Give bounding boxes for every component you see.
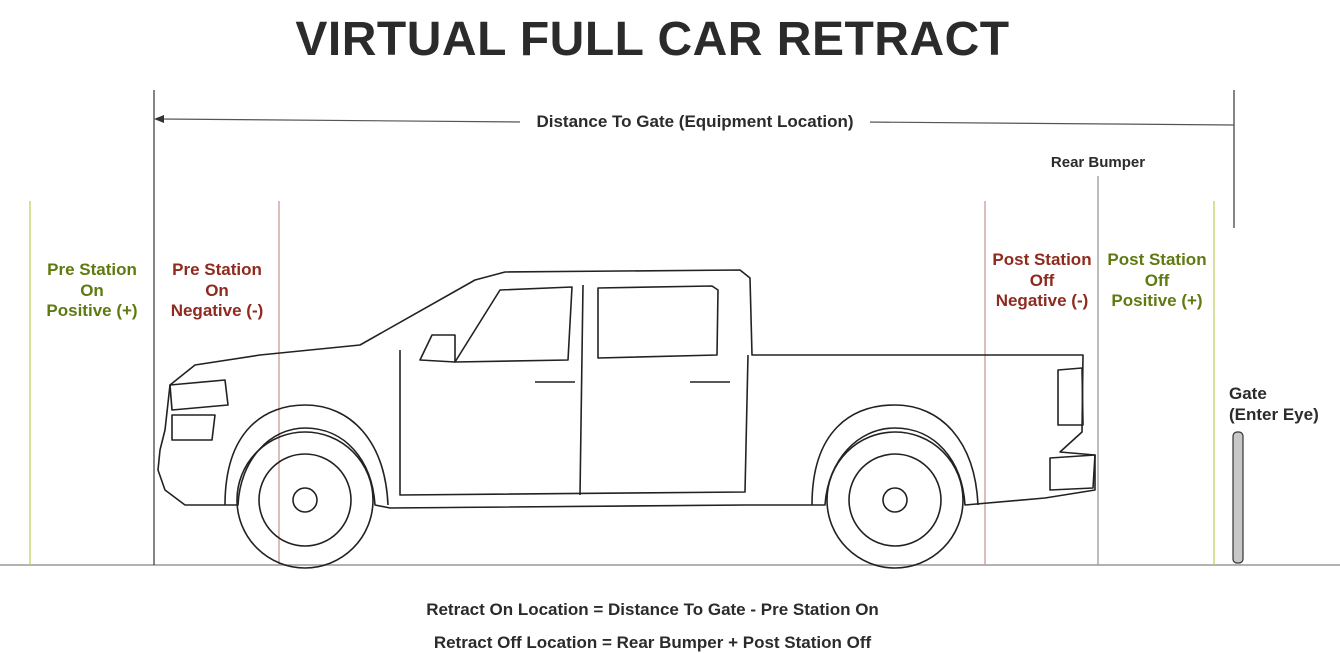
label-line: Post Station bbox=[992, 250, 1092, 269]
arrowhead-icon bbox=[154, 115, 164, 123]
post-station-off-positive-label: Post Station Off Positive (+) bbox=[1099, 250, 1215, 312]
label-line: Pre Station bbox=[172, 260, 262, 279]
label-line: Gate bbox=[1229, 384, 1267, 403]
distance-arrow-left bbox=[159, 118, 526, 123]
distance-to-gate-label: Distance To Gate (Equipment Location) bbox=[520, 112, 870, 133]
label-line: Pre Station bbox=[47, 260, 137, 279]
label-line: Off bbox=[1144, 270, 1170, 290]
rear-wheel bbox=[826, 431, 964, 569]
retract-off-formula: Retract Off Location = Rear Bumper + Pos… bbox=[433, 633, 872, 652]
post-station-off-negative-label: Post Station Off Negative (-) bbox=[984, 250, 1100, 312]
retract-on-formula: Retract On Location = Distance To Gate -… bbox=[426, 600, 879, 619]
label-line: (Enter Eye) bbox=[1229, 404, 1319, 424]
front-wheel bbox=[236, 431, 374, 569]
label-line: Positive (+) bbox=[1111, 291, 1203, 310]
label-line: Off bbox=[1029, 270, 1055, 290]
distance-arrow-right bbox=[862, 121, 1235, 126]
label-line: On bbox=[205, 280, 229, 300]
gate-post bbox=[1232, 431, 1244, 564]
label-line: On bbox=[80, 280, 104, 300]
gate-label: Gate (Enter Eye) bbox=[1229, 384, 1339, 425]
rear-bumper-label: Rear Bumper bbox=[1050, 154, 1146, 171]
pre-station-on-negative-label: Pre Station On Negative (-) bbox=[157, 260, 277, 322]
label-line: Post Station bbox=[1107, 250, 1207, 269]
label-line: Negative (-) bbox=[995, 291, 1089, 310]
page-title: VIRTUAL FULL CAR RETRACT bbox=[295, 13, 1010, 66]
label-line: Negative (-) bbox=[170, 301, 264, 320]
pre-station-on-positive-label: Pre Station On Positive (+) bbox=[32, 260, 152, 322]
label-line: Positive (+) bbox=[46, 301, 138, 320]
truck-illustration bbox=[157, 269, 1096, 509]
